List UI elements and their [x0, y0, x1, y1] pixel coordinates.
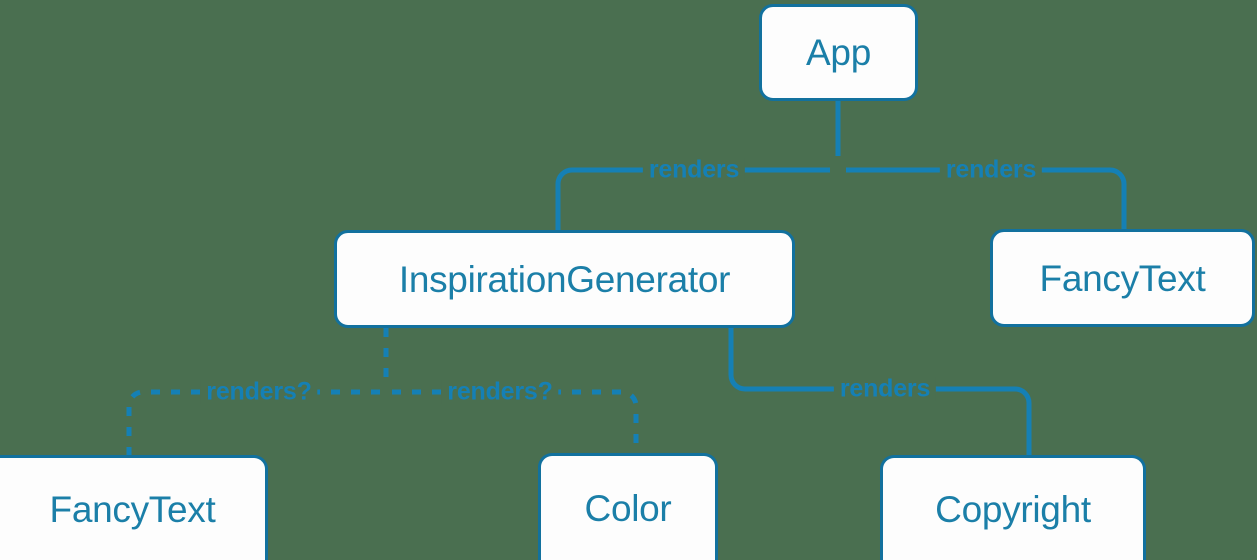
edge-label-renders-inspiration-copyright: renders: [833, 376, 937, 402]
node-copyright[interactable]: Copyright: [880, 455, 1146, 560]
edge-label-renders-q-color: renders?: [441, 379, 559, 405]
node-color[interactable]: Color: [538, 453, 718, 560]
edge-label-renders-app-inspiration: renders: [642, 157, 746, 183]
edge-label-renders-app-fancytext: renders: [939, 157, 1043, 183]
edge-inspirationgenerator-to-color-dashed: [392, 389, 639, 453]
node-color-label: Color: [584, 487, 672, 529]
node-inspiration-generator-label: InspirationGenerator: [398, 258, 731, 300]
node-inspiration-generator[interactable]: InspirationGenerator: [334, 230, 795, 328]
edge-app-to-inspirationgenerator: [555, 167, 830, 232]
node-fancytext-right-label: FancyText: [1039, 257, 1206, 299]
node-fancytext-bottom[interactable]: FancyText: [0, 455, 268, 560]
node-fancytext-bottom-label: FancyText: [49, 488, 216, 530]
edge-app-to-fancytext: [846, 167, 1127, 230]
node-fancytext-right[interactable]: FancyText: [990, 229, 1255, 327]
node-app-label: App: [806, 32, 871, 73]
node-app[interactable]: App: [759, 4, 918, 101]
edge-label-renders-q-fancytext: renders?: [200, 379, 318, 405]
node-copyright-label: Copyright: [935, 488, 1091, 530]
edge-inspirationgenerator-to-fancytext-dashed: [126, 389, 380, 455]
